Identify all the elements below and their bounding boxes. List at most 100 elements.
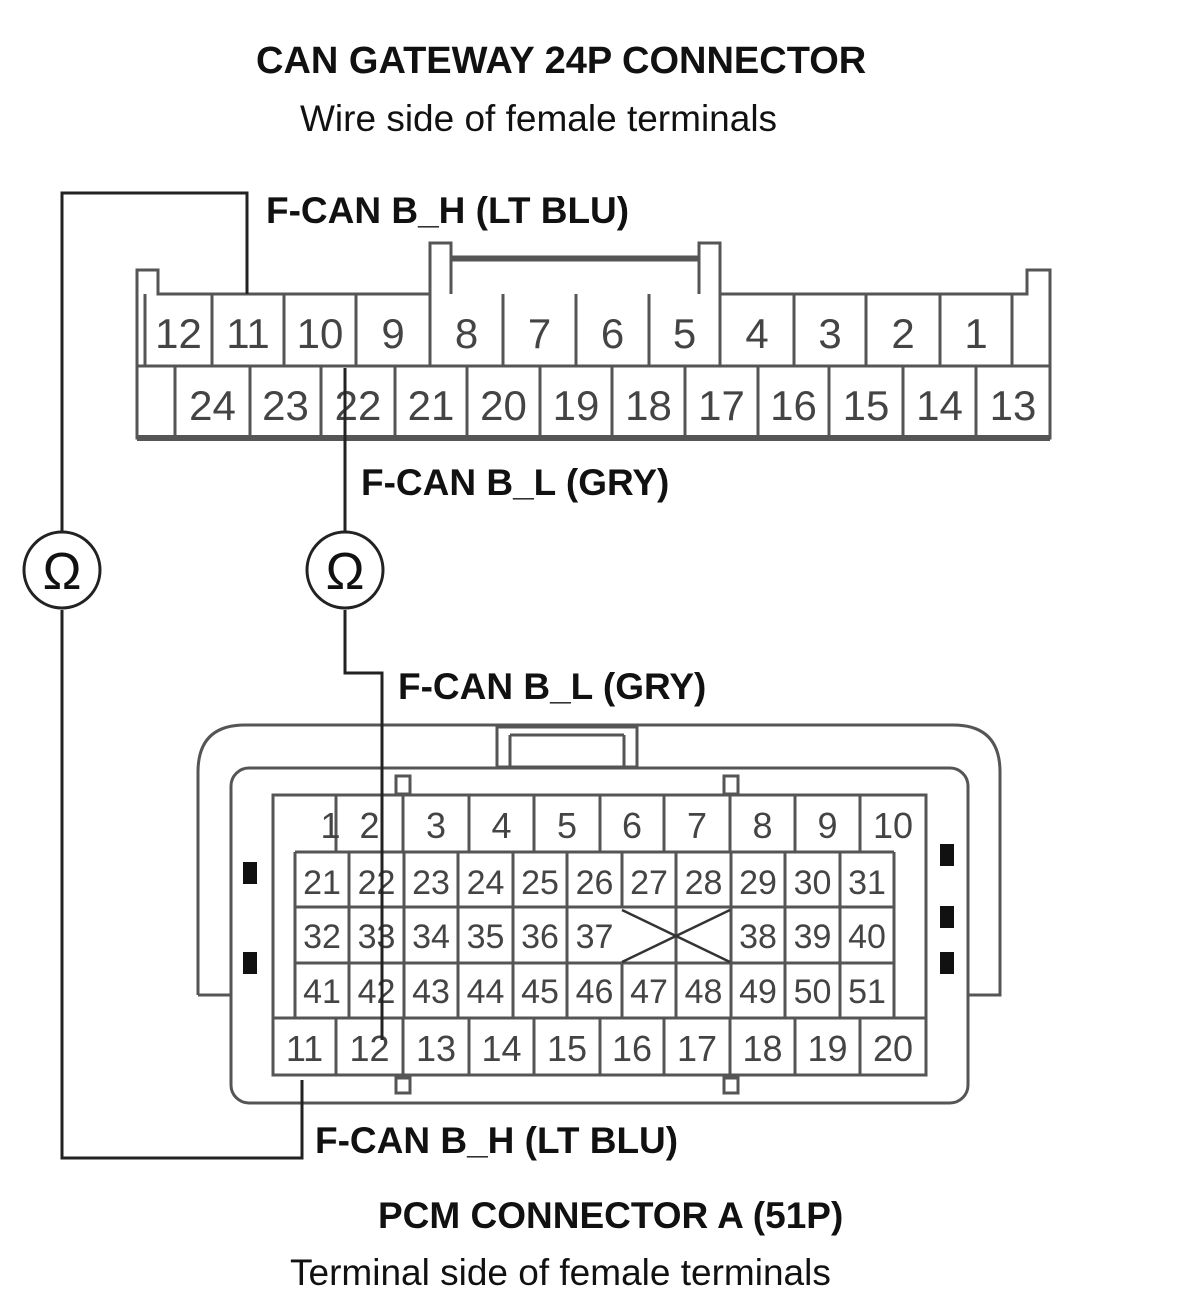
gateway-terminal-label: 24 xyxy=(189,382,236,429)
ohmmeter-right: Ω xyxy=(305,530,385,610)
gateway-bottom-row-labels: 24 23 22 21 20 19 18 17 16 15 14 13 xyxy=(189,382,1036,429)
pcm-terminal-label: 12 xyxy=(349,1028,389,1069)
gateway-terminal-label: 14 xyxy=(916,382,963,429)
wire-can-h-lower xyxy=(60,610,304,1160)
gateway-connector-title: CAN GATEWAY 24P CONNECTOR xyxy=(256,40,867,82)
pcm-terminal-grid xyxy=(271,793,928,1077)
gateway-connector xyxy=(135,241,1052,441)
pcm-wire-label-l: F-CAN B_L (GRY) xyxy=(398,666,707,707)
pcm-terminal-label: 42 xyxy=(358,973,396,1011)
pcm-terminal-label: 3 xyxy=(426,805,446,846)
gateway-top-row-grid xyxy=(143,294,1014,366)
pcm-terminal-label: 40 xyxy=(848,918,886,956)
pcm-wire-label-h: F-CAN B_H (LT BLU) xyxy=(315,1120,679,1161)
pcm-terminal-label: 27 xyxy=(630,864,668,902)
pcm-terminal-label: 47 xyxy=(630,973,668,1011)
gateway-bottom-row-grid xyxy=(173,366,978,438)
pcm-terminal-label: 14 xyxy=(481,1028,521,1069)
gateway-terminal-label: 4 xyxy=(745,310,768,357)
pcm-terminal-label: 28 xyxy=(685,864,723,902)
gateway-terminal-label: 20 xyxy=(480,382,527,429)
pcm-terminal-label: 8 xyxy=(752,805,772,846)
ohm-symbol-left: Ω xyxy=(43,543,82,601)
gateway-terminal-label: 1 xyxy=(964,310,987,357)
gateway-terminal-label: 2 xyxy=(891,310,914,357)
pcm-side-markers xyxy=(243,844,954,974)
pcm-terminal-label: 37 xyxy=(576,918,614,956)
gateway-terminal-label: 18 xyxy=(625,382,672,429)
pcm-terminal-label: 25 xyxy=(521,864,559,902)
gateway-terminal-label: 23 xyxy=(262,382,309,429)
pcm-terminal-label: 6 xyxy=(622,805,642,846)
pcm-terminal-label: 18 xyxy=(742,1028,782,1069)
pcm-terminal-label: 48 xyxy=(685,973,723,1011)
pcm-terminal-label: 32 xyxy=(303,918,341,956)
pcm-terminal-label: 23 xyxy=(412,864,450,902)
pcm-terminal-label: 4 xyxy=(491,805,511,846)
ohm-symbol-right: Ω xyxy=(326,543,365,601)
gateway-terminal-label: 9 xyxy=(381,310,404,357)
pcm-terminal-label: 43 xyxy=(412,973,450,1011)
gateway-top-row-labels: 12 11 10 9 8 7 6 5 4 3 2 1 xyxy=(155,310,988,357)
gateway-terminal-label: 3 xyxy=(818,310,841,357)
gateway-terminal-label: 19 xyxy=(553,382,600,429)
pcm-terminal-label: 44 xyxy=(467,973,505,1011)
pcm-terminal-label: 46 xyxy=(576,973,614,1011)
pcm-terminal-label: 24 xyxy=(467,864,505,902)
pcm-terminal-label: 19 xyxy=(807,1028,847,1069)
pcm-terminal-label: 31 xyxy=(848,864,886,902)
wire-can-h xyxy=(60,191,249,531)
pcm-terminal-label: 10 xyxy=(873,805,913,846)
pcm-terminal-label: 35 xyxy=(467,918,505,956)
pcm-terminal-label: 17 xyxy=(677,1028,717,1069)
pcm-terminal-label: 1 xyxy=(320,805,340,846)
pcm-terminal-label: 45 xyxy=(521,973,559,1011)
test-wires xyxy=(60,191,384,1160)
pcm-connector xyxy=(196,723,1002,1105)
pcm-terminal-label: 41 xyxy=(303,973,341,1011)
gateway-terminal-label: 15 xyxy=(843,382,890,429)
pcm-terminal-label: 22 xyxy=(358,864,396,902)
pcm-terminal-label: 20 xyxy=(873,1028,913,1069)
gateway-terminal-label: 17 xyxy=(698,382,745,429)
gateway-wire-label-h: F-CAN B_H (LT BLU) xyxy=(266,190,630,231)
gateway-terminal-label: 22 xyxy=(335,382,382,429)
pcm-terminal-label: 21 xyxy=(303,864,341,902)
gateway-terminal-label: 13 xyxy=(990,382,1037,429)
gateway-terminal-label: 12 xyxy=(155,310,202,357)
gateway-terminal-label: 21 xyxy=(408,382,455,429)
pcm-terminal-label: 16 xyxy=(612,1028,652,1069)
pcm-terminal-label: 11 xyxy=(286,1028,323,1069)
pcm-terminal-label: 30 xyxy=(794,864,832,902)
pcm-terminal-label: 26 xyxy=(576,864,614,902)
gateway-terminal-label: 7 xyxy=(528,310,551,357)
pcm-terminal-label: 51 xyxy=(848,973,886,1011)
gateway-terminal-label: 16 xyxy=(770,382,817,429)
gateway-connector-subtitle: Wire side of female terminals xyxy=(300,98,778,139)
gateway-terminal-label: 6 xyxy=(601,310,624,357)
pcm-terminal-label: 34 xyxy=(412,918,450,956)
gateway-wire-label-l: F-CAN B_L (GRY) xyxy=(361,462,670,503)
pcm-terminal-label: 13 xyxy=(416,1028,456,1069)
gateway-terminal-label: 11 xyxy=(226,310,270,357)
pcm-terminal-label: 9 xyxy=(817,805,837,846)
pcm-terminal-label: 15 xyxy=(547,1028,587,1069)
pcm-terminal-label: 38 xyxy=(739,918,777,956)
ohmmeter-left: Ω xyxy=(22,530,102,610)
pcm-terminal-label: 33 xyxy=(358,918,396,956)
pcm-terminal-label: 49 xyxy=(739,973,777,1011)
pcm-terminal-label: 29 xyxy=(739,864,777,902)
wire-can-l-lower xyxy=(343,610,384,1040)
pcm-terminal-label: 7 xyxy=(687,805,707,846)
gateway-terminal-label: 10 xyxy=(297,310,344,357)
pcm-blank-cavity-x xyxy=(621,908,731,964)
gateway-terminal-label: 8 xyxy=(455,310,478,357)
pcm-connector-subtitle: Terminal side of female terminals xyxy=(290,1252,831,1293)
pcm-terminal-label: 5 xyxy=(557,805,577,846)
gateway-terminal-label: 5 xyxy=(673,310,696,357)
pcm-terminal-label: 50 xyxy=(794,973,832,1011)
pcm-terminal-label: 2 xyxy=(359,805,379,846)
pcm-terminal-label: 39 xyxy=(794,918,832,956)
